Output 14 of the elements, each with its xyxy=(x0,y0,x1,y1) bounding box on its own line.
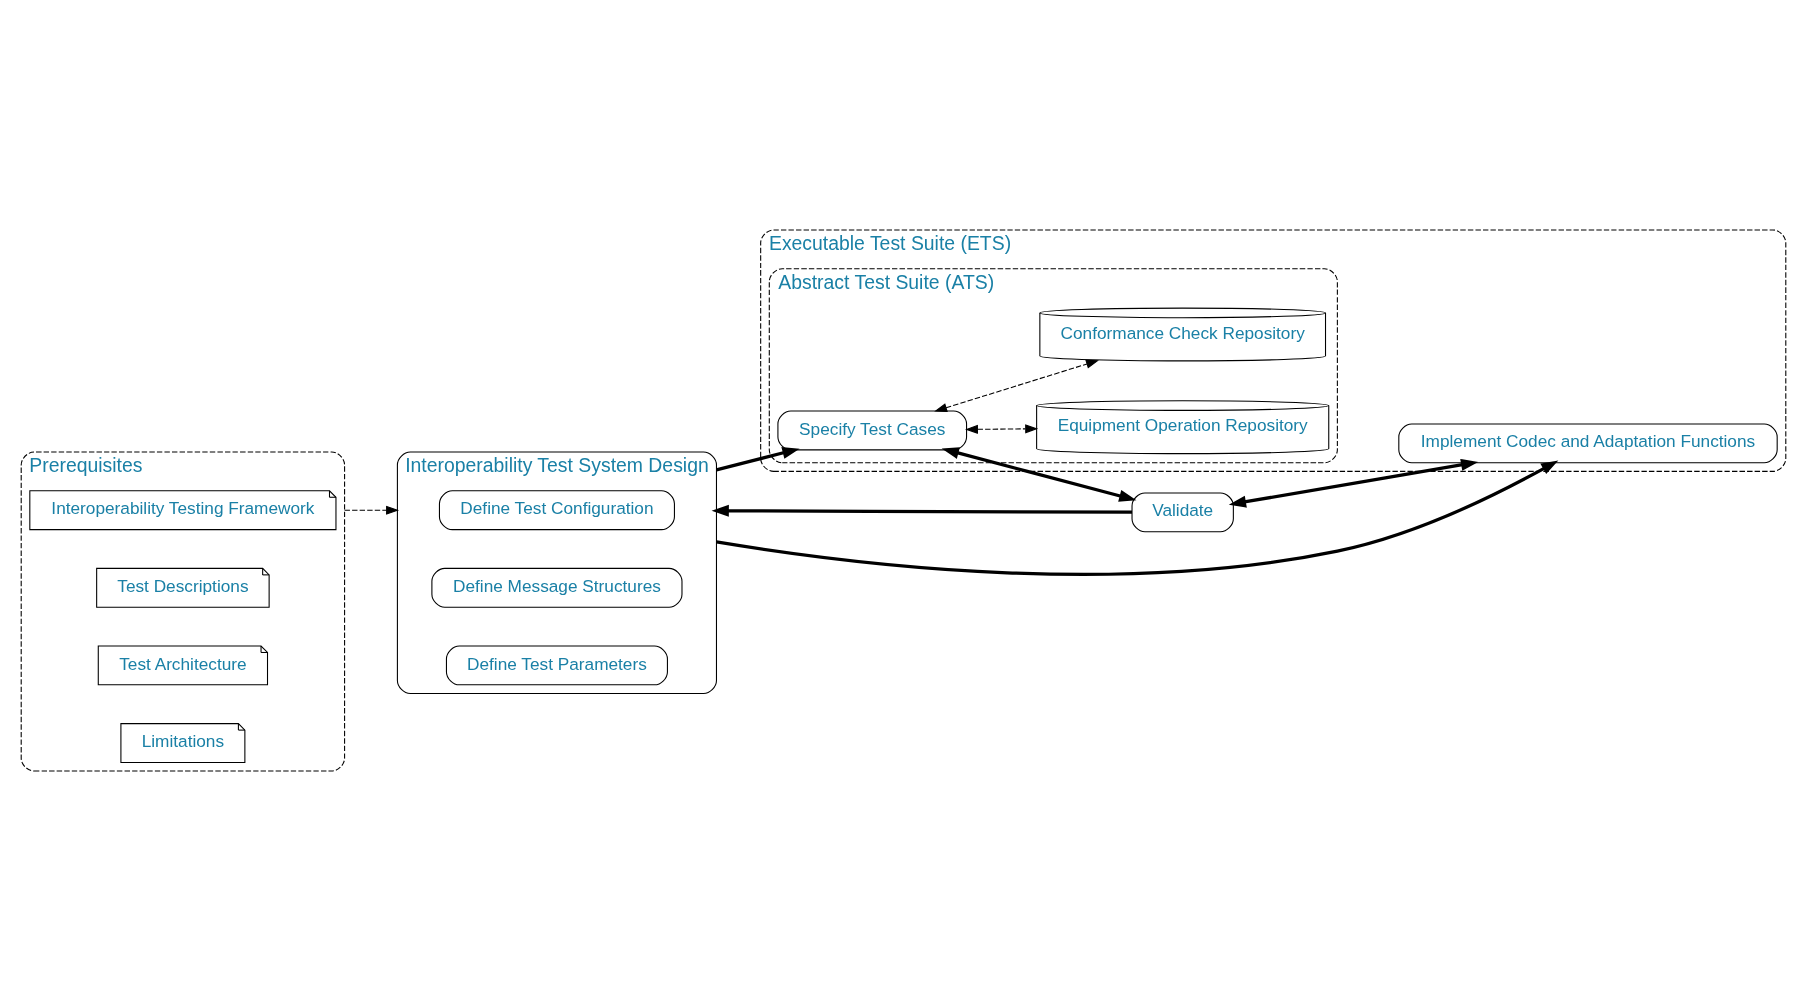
node-box: Specify Test Cases xyxy=(777,410,968,450)
arrow xyxy=(965,423,1039,434)
node-box: Define Test Parameters xyxy=(445,645,668,685)
node-box: Define Message Structures xyxy=(431,567,683,608)
arrow xyxy=(934,359,1099,412)
arrow xyxy=(344,505,400,515)
node-box: Implement Codec and Adaptation Functions xyxy=(1398,422,1778,463)
arrow xyxy=(711,504,1132,517)
arrow xyxy=(1228,458,1479,508)
arrow xyxy=(716,459,1559,576)
arrow xyxy=(716,446,800,471)
node-box: Validate xyxy=(1131,491,1234,532)
node-box: Define Test Configuration xyxy=(438,489,675,530)
arrow xyxy=(941,446,1137,502)
